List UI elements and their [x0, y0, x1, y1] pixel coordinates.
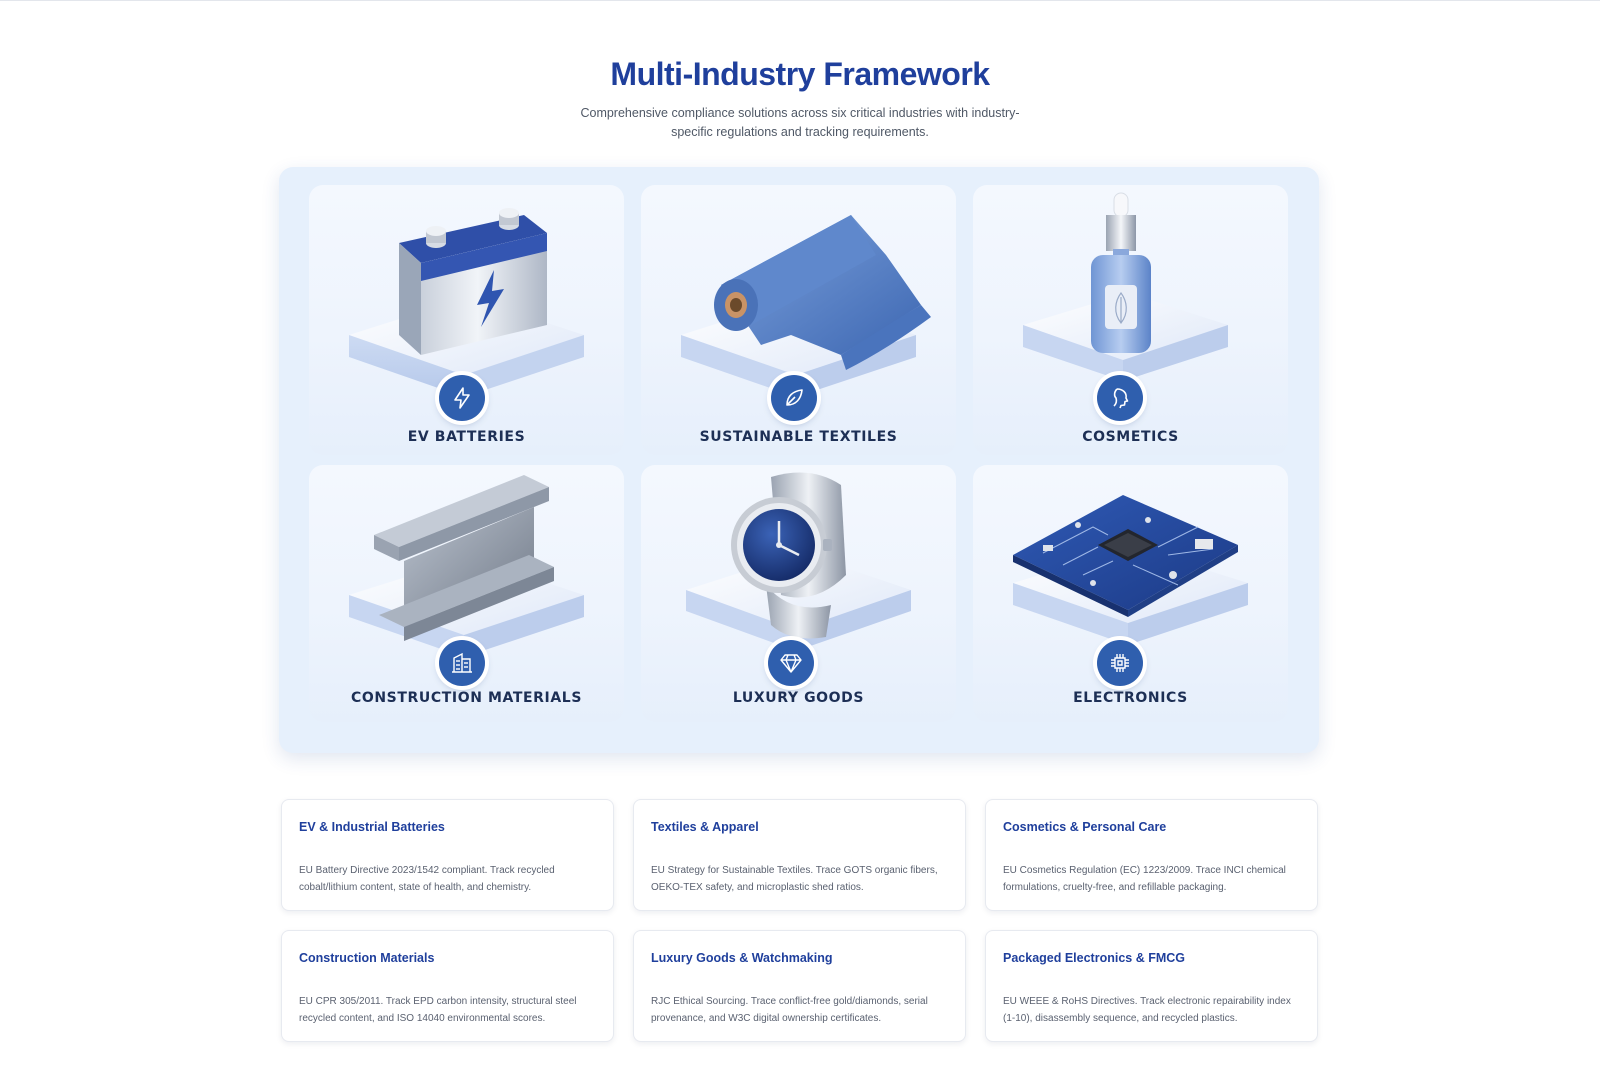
info-card-description: EU WEEE & RoHS Directives. Track electro… — [1003, 996, 1291, 1024]
building-icon — [452, 652, 472, 673]
industry-showcase: EV BATTERIES SUSTAINABLE TEXTILES — [279, 167, 1319, 753]
info-card-textiles[interactable]: Textiles & Apparel EU Strategy for Susta… — [633, 799, 966, 911]
serum-bottle-illustration — [1023, 192, 1228, 381]
chip-icon — [1111, 654, 1129, 672]
badge-electronics — [1097, 640, 1143, 686]
info-card-title: Cosmetics & Personal Care — [1003, 820, 1167, 834]
tile-ev-batteries[interactable]: EV BATTERIES — [309, 185, 624, 455]
diamond-icon — [780, 654, 802, 673]
info-card-title: Construction Materials — [299, 951, 435, 965]
tile-label-construction-materials: CONSTRUCTION MATERIALS — [350, 690, 583, 706]
badge-cosmetics — [1097, 375, 1143, 421]
info-card-description: EU Strategy for Sustainable Textiles. Tr… — [651, 865, 938, 893]
battery-illustration — [349, 208, 584, 397]
tile-sustainable-textiles[interactable]: SUSTAINABLE TEXTILES — [641, 185, 956, 455]
circuit-board-illustration — [1013, 495, 1248, 645]
page-title: Multi-Industry Framework — [610, 56, 990, 92]
tile-label-ev-batteries: EV BATTERIES — [407, 429, 526, 445]
info-card-title: Textiles & Apparel — [651, 820, 759, 834]
steel-beam-illustration — [349, 475, 584, 657]
info-card-title: EV & Industrial Batteries — [299, 820, 445, 834]
tile-label-electronics: ELECTRONICS — [1073, 690, 1188, 706]
top-divider — [0, 0, 1600, 1]
tile-label-cosmetics: COSMETICS — [1082, 429, 1179, 445]
info-card-description: EU CPR 305/2011. Track EPD carbon intens… — [299, 996, 577, 1024]
lightning-icon — [454, 387, 470, 409]
tile-label-luxury-goods: LUXURY GOODS — [732, 690, 865, 706]
info-card-description: RJC Ethical Sourcing. Trace conflict-fre… — [651, 996, 928, 1024]
info-card-luxury-goods[interactable]: Luxury Goods & Watchmaking RJC Ethical S… — [633, 930, 966, 1042]
page-subtitle: Comprehensive compliance solutions acros… — [580, 106, 1020, 139]
tile-label-sustainable-textiles: SUSTAINABLE TEXTILES — [699, 429, 898, 445]
info-card-electronics[interactable]: Packaged Electronics & FMCG EU WEEE & Ro… — [985, 930, 1318, 1042]
face-profile-icon — [1113, 388, 1129, 409]
badge-ev-batteries — [439, 375, 485, 421]
tile-electronics[interactable]: ELECTRONICS — [973, 465, 1288, 722]
badge-construction-materials — [439, 640, 485, 686]
info-card-title: Luxury Goods & Watchmaking — [651, 951, 833, 965]
info-card-description: EU Battery Directive 2023/1542 compliant… — [299, 865, 555, 893]
info-card-ev-batteries[interactable]: EV & Industrial Batteries EU Battery Dir… — [281, 799, 614, 911]
info-card-construction[interactable]: Construction Materials EU CPR 305/2011. … — [281, 930, 614, 1042]
info-card-title: Packaged Electronics & FMCG — [1003, 951, 1186, 965]
info-card-description: EU Cosmetics Regulation (EC) 1223/2009. … — [1003, 865, 1286, 893]
tile-construction-materials[interactable]: CONSTRUCTION MATERIALS — [309, 465, 624, 722]
leaf-icon — [786, 389, 803, 406]
info-card-cosmetics[interactable]: Cosmetics & Personal Care EU Cosmetics R… — [985, 799, 1318, 911]
badge-luxury-goods — [768, 640, 814, 686]
tile-luxury-goods[interactable]: LUXURY GOODS — [641, 465, 956, 722]
wristwatch-illustration — [686, 472, 911, 651]
fabric-roll-illustration — [681, 215, 931, 397]
badge-sustainable-textiles — [771, 375, 817, 421]
tile-cosmetics[interactable]: COSMETICS — [973, 185, 1288, 455]
